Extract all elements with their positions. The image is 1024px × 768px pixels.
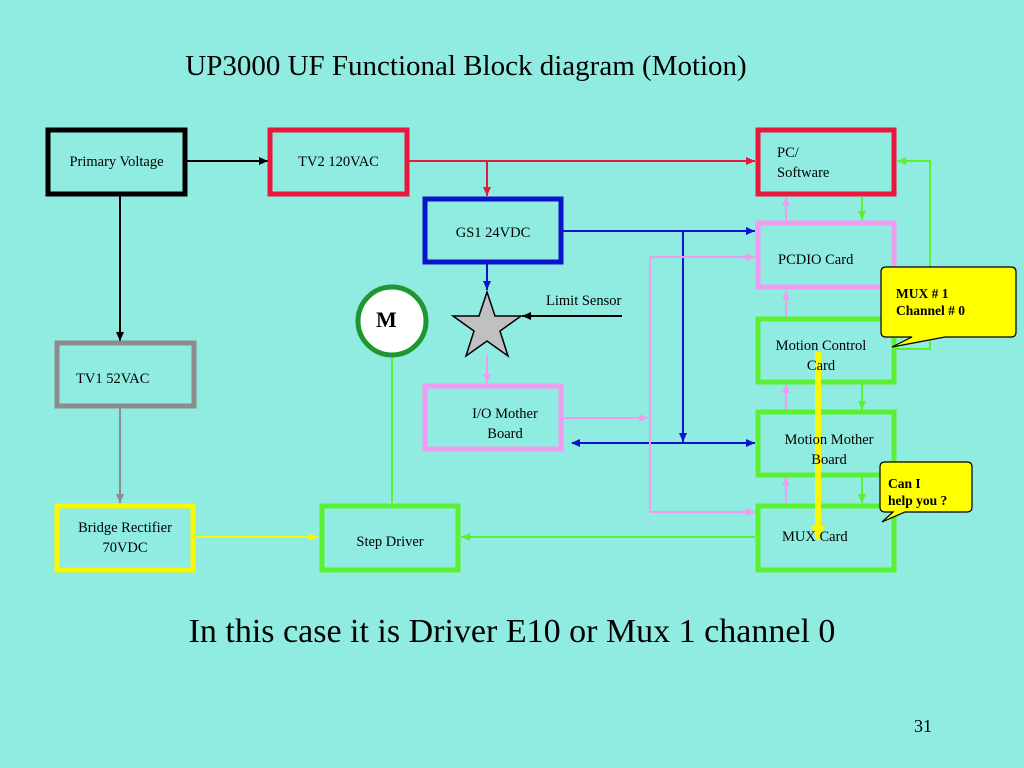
io-mother-block: I/O Mother Board xyxy=(440,404,570,444)
step-driver-block: Step Driver xyxy=(322,532,458,552)
motion-mother-label-line1: Motion Mother xyxy=(784,432,874,448)
pink-connectors xyxy=(483,197,790,516)
motion-mother-label-line2: Board xyxy=(811,452,847,468)
tv1-block: TV1 52VAC xyxy=(76,369,149,389)
help-callout-line2: help you ? xyxy=(888,493,948,508)
motion-control-label-line1: Motion Control xyxy=(775,338,867,354)
bridge-rectifier-label-line2: 70VDC xyxy=(102,540,148,556)
page-number: 31 xyxy=(914,716,932,736)
gs1-border xyxy=(422,196,564,265)
pc-label-line1: PC/ xyxy=(777,145,799,161)
green-feedback-loop xyxy=(896,157,931,350)
help-callout-bubble xyxy=(879,461,973,523)
pc-block: PC/ Software xyxy=(777,143,829,183)
motion-mother-border xyxy=(755,409,897,478)
primary-voltage-border xyxy=(45,127,188,197)
tv1-border xyxy=(54,340,197,409)
red-connectors xyxy=(408,157,755,196)
black-connectors xyxy=(116,157,622,341)
motion-control-border xyxy=(755,316,897,385)
page-title: UP3000 UF Functional Block diagram (Moti… xyxy=(185,50,747,82)
primary-voltage-label: Primary Voltage xyxy=(69,154,164,170)
green-connectors xyxy=(391,157,931,541)
blue-connectors xyxy=(483,227,755,447)
bridge-rectifier-label-line1: Bridge Rectifier xyxy=(78,520,172,536)
gs1-block: GS1 24VDC xyxy=(425,223,561,243)
slide-caption: In this case it is Driver E10 or Mux 1 c… xyxy=(188,613,836,650)
motion-control-block: Motion Control Card xyxy=(758,336,884,376)
limit-sensor-label: Limit Sensor xyxy=(546,293,622,309)
pcdio-border xyxy=(755,220,897,290)
mux-card-border xyxy=(755,503,897,573)
io-mother-label-line1: I/O Mother xyxy=(472,406,538,422)
primary-voltage-block: Primary Voltage xyxy=(48,152,185,172)
tv2-border xyxy=(267,127,410,197)
tv1-label: TV1 52VAC xyxy=(76,371,150,387)
pc-label-line2: Software xyxy=(777,165,830,181)
tv2-label: TV2 120VAC xyxy=(298,154,379,170)
tv2-block: TV2 120VAC xyxy=(270,152,407,172)
motor-circle xyxy=(355,284,429,358)
limit-sensor-star xyxy=(450,289,524,358)
bridge-rectifier-block: Bridge Rectifier 70VDC xyxy=(57,518,193,558)
gs1-label: GS1 24VDC xyxy=(455,225,531,241)
motion-control-label-line2: Card xyxy=(806,358,836,374)
mux-callout-line2: Channel # 0 xyxy=(896,303,966,318)
pc-border xyxy=(755,127,897,197)
block-borders xyxy=(45,127,897,573)
io-mother-border xyxy=(422,383,564,452)
help-callout-line1: Can I xyxy=(888,476,921,491)
pcdio-label: PCDIO Card xyxy=(778,252,854,268)
mux-callout-bubble xyxy=(880,266,1017,348)
pcdio-block: PCDIO Card xyxy=(778,250,853,270)
help-callout[interactable]: Can I help you ? xyxy=(888,475,947,509)
mux-card-label: MUX Card xyxy=(782,529,848,545)
mux-card-block: MUX Card xyxy=(782,527,848,547)
mux-callout-line1: MUX # 1 xyxy=(896,286,949,301)
mux-callout: MUX # 1 Channel # 0 xyxy=(896,285,965,319)
io-mother-label-line2: Board xyxy=(487,426,523,442)
motion-mother-block: Motion Mother Board xyxy=(764,430,894,470)
step-driver-label: Step Driver xyxy=(356,534,424,550)
bridge-rectifier-border xyxy=(54,503,196,573)
step-driver-border xyxy=(319,503,461,573)
motor-label: M xyxy=(376,307,397,332)
